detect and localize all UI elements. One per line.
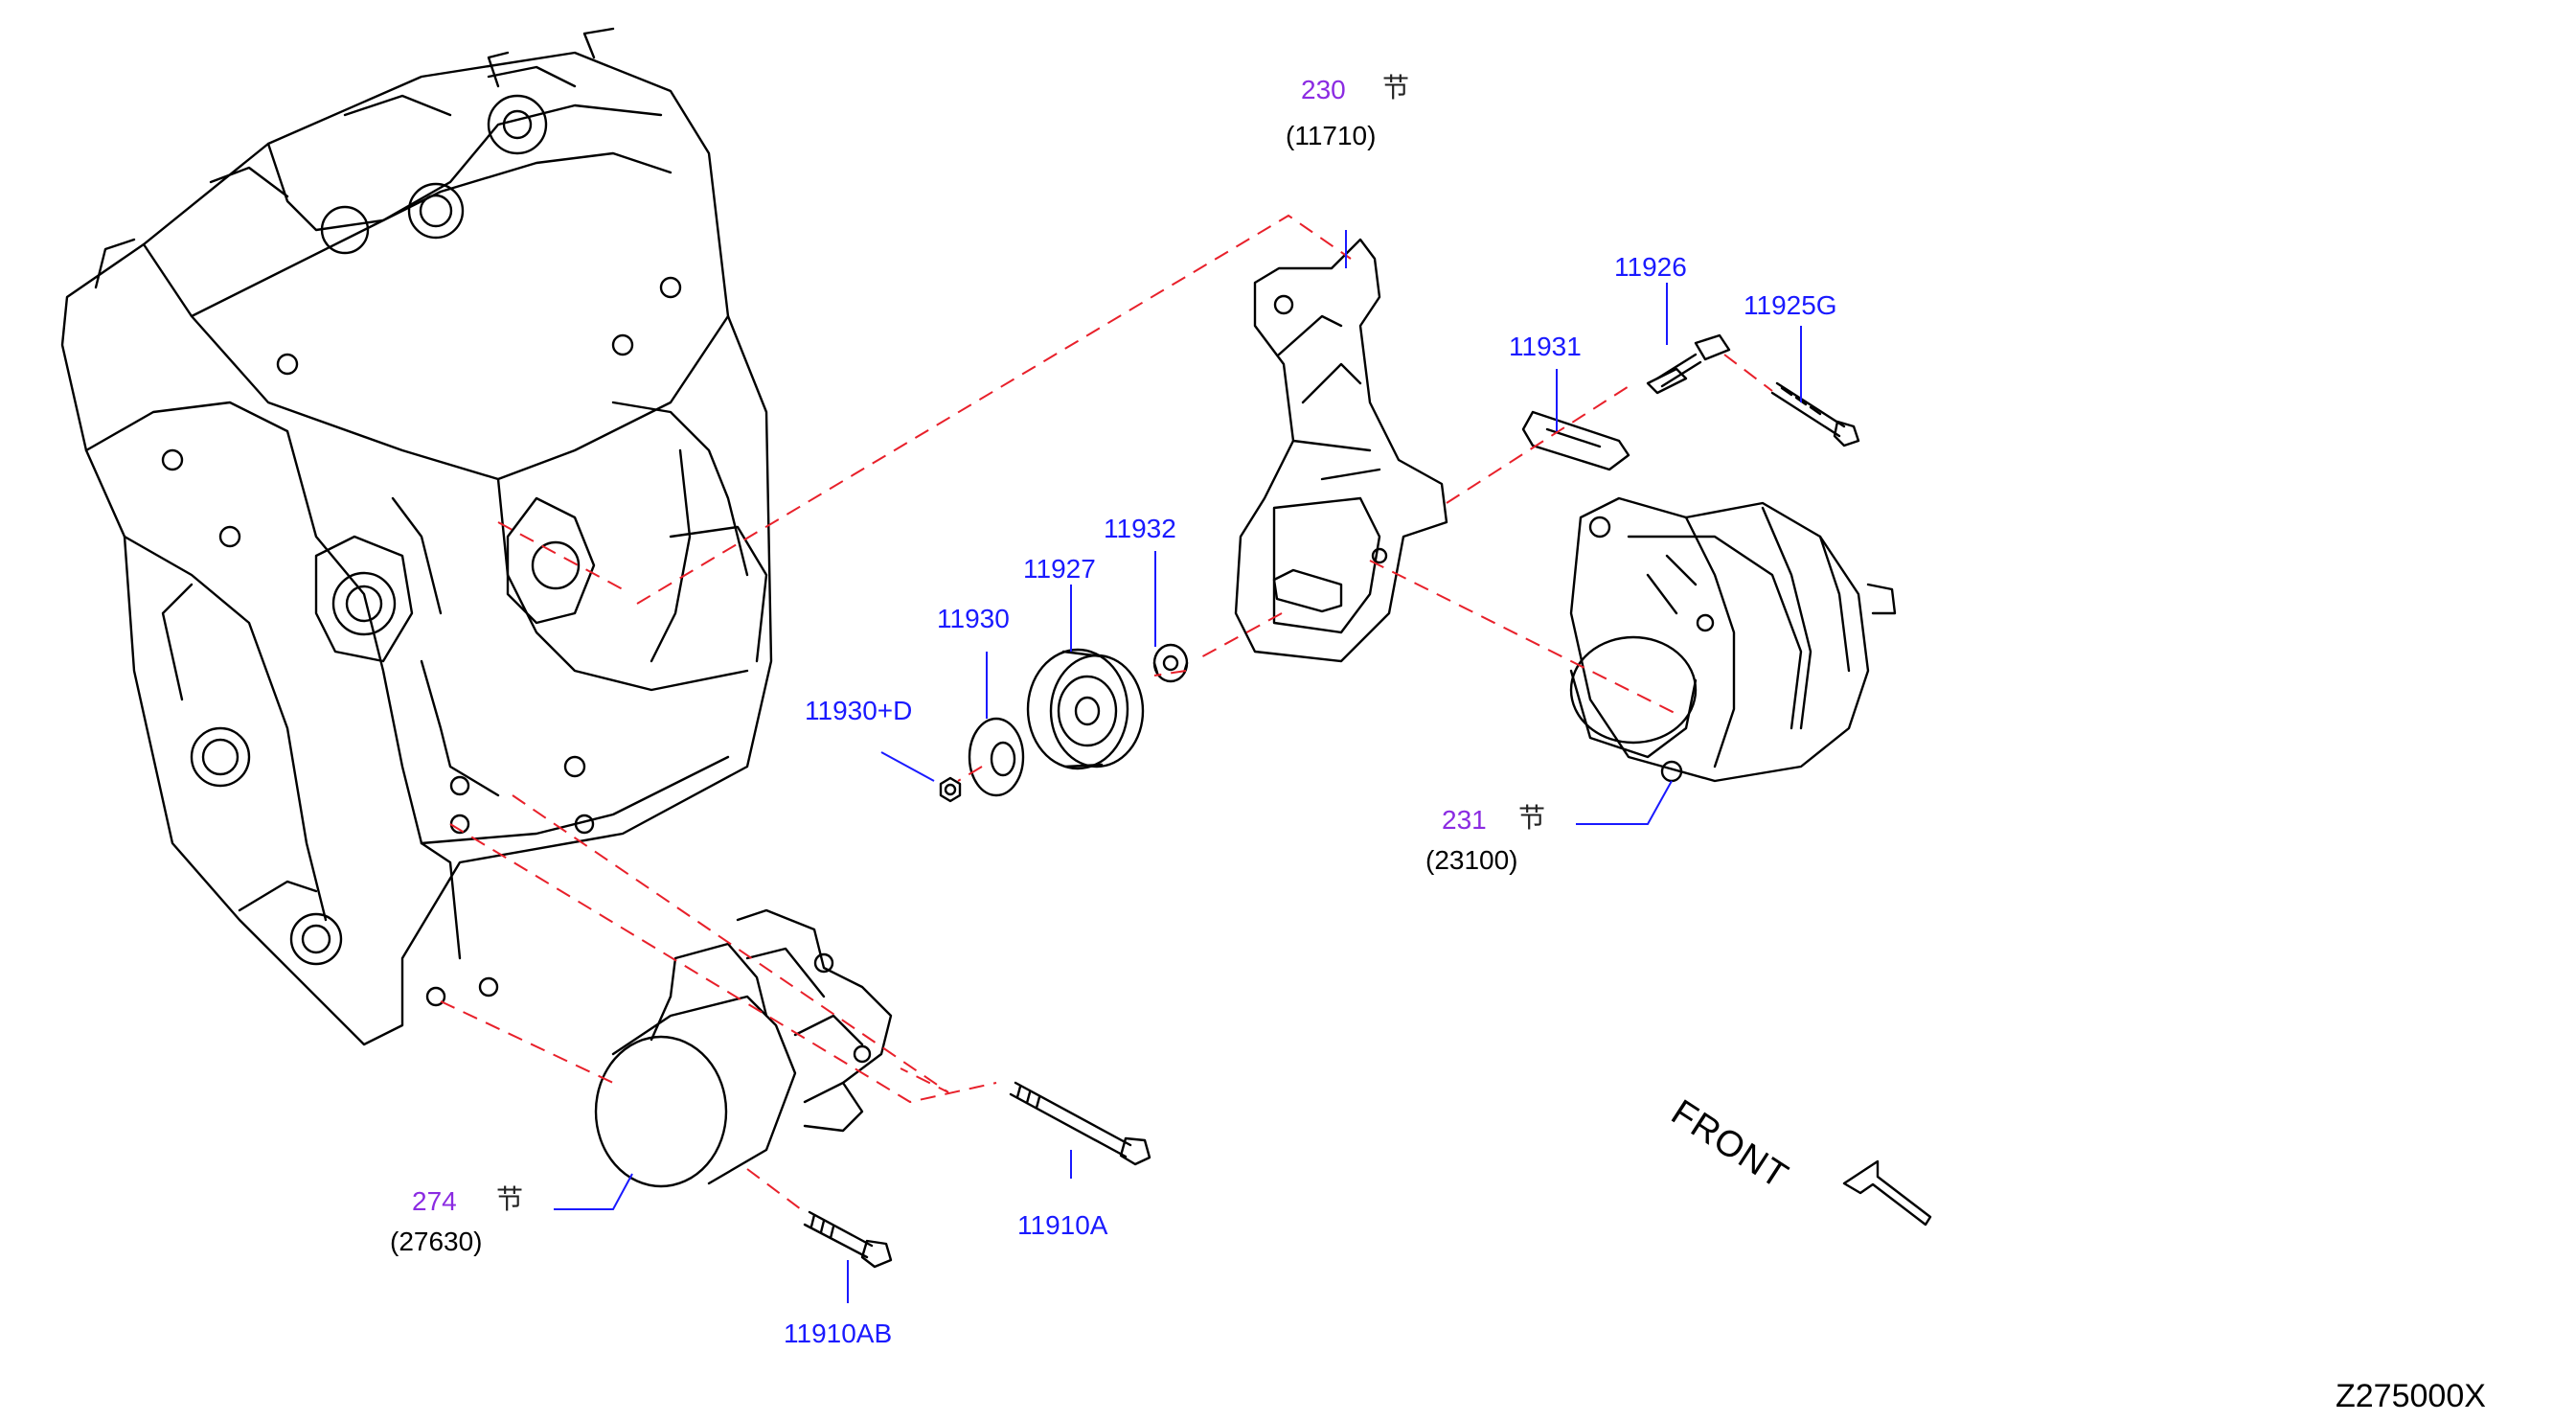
part-11910a-label[interactable]: 11910A	[1017, 1210, 1108, 1240]
section-231-mark: 节	[1518, 802, 1546, 834]
part-11930-label[interactable]: 11930	[937, 604, 1010, 633]
ac-compressor	[594, 908, 893, 1188]
section-274-mark: 节	[496, 1183, 524, 1215]
idler-pulley-set	[939, 643, 1189, 803]
section-231-part: (23100)	[1425, 845, 1518, 875]
section-230-part: (11710)	[1286, 121, 1377, 150]
compressor-bolts	[803, 1081, 1151, 1269]
section-231-number[interactable]: 231	[1442, 805, 1487, 835]
alternator	[1569, 496, 1897, 783]
bolts-and-shim	[1521, 333, 1860, 471]
section-274-part: (27630)	[390, 1227, 483, 1256]
alternator-bracket	[1234, 238, 1448, 663]
assembly-lines	[440, 214, 1773, 1213]
part-11926-label[interactable]: 11926	[1614, 252, 1687, 282]
part-11930d-label[interactable]: 11930+D	[805, 696, 913, 725]
section-230-mark: 节	[1382, 72, 1410, 103]
part-11910ab-label[interactable]: 11910AB	[784, 1319, 893, 1348]
engine-block	[60, 27, 773, 1046]
section-230-number[interactable]: 230	[1301, 75, 1346, 104]
leader-lines	[554, 230, 1802, 1303]
diagram-code: Z275000X	[2336, 1378, 2486, 1414]
part-11927-label[interactable]: 11927	[1023, 554, 1096, 584]
part-11931-label[interactable]: 11931	[1509, 332, 1582, 361]
section-274-number[interactable]: 274	[412, 1186, 457, 1216]
front-arrow-icon	[1842, 1159, 1932, 1227]
part-11932-label[interactable]: 11932	[1104, 514, 1176, 543]
part-11925g-label[interactable]: 11925G	[1744, 290, 1837, 320]
